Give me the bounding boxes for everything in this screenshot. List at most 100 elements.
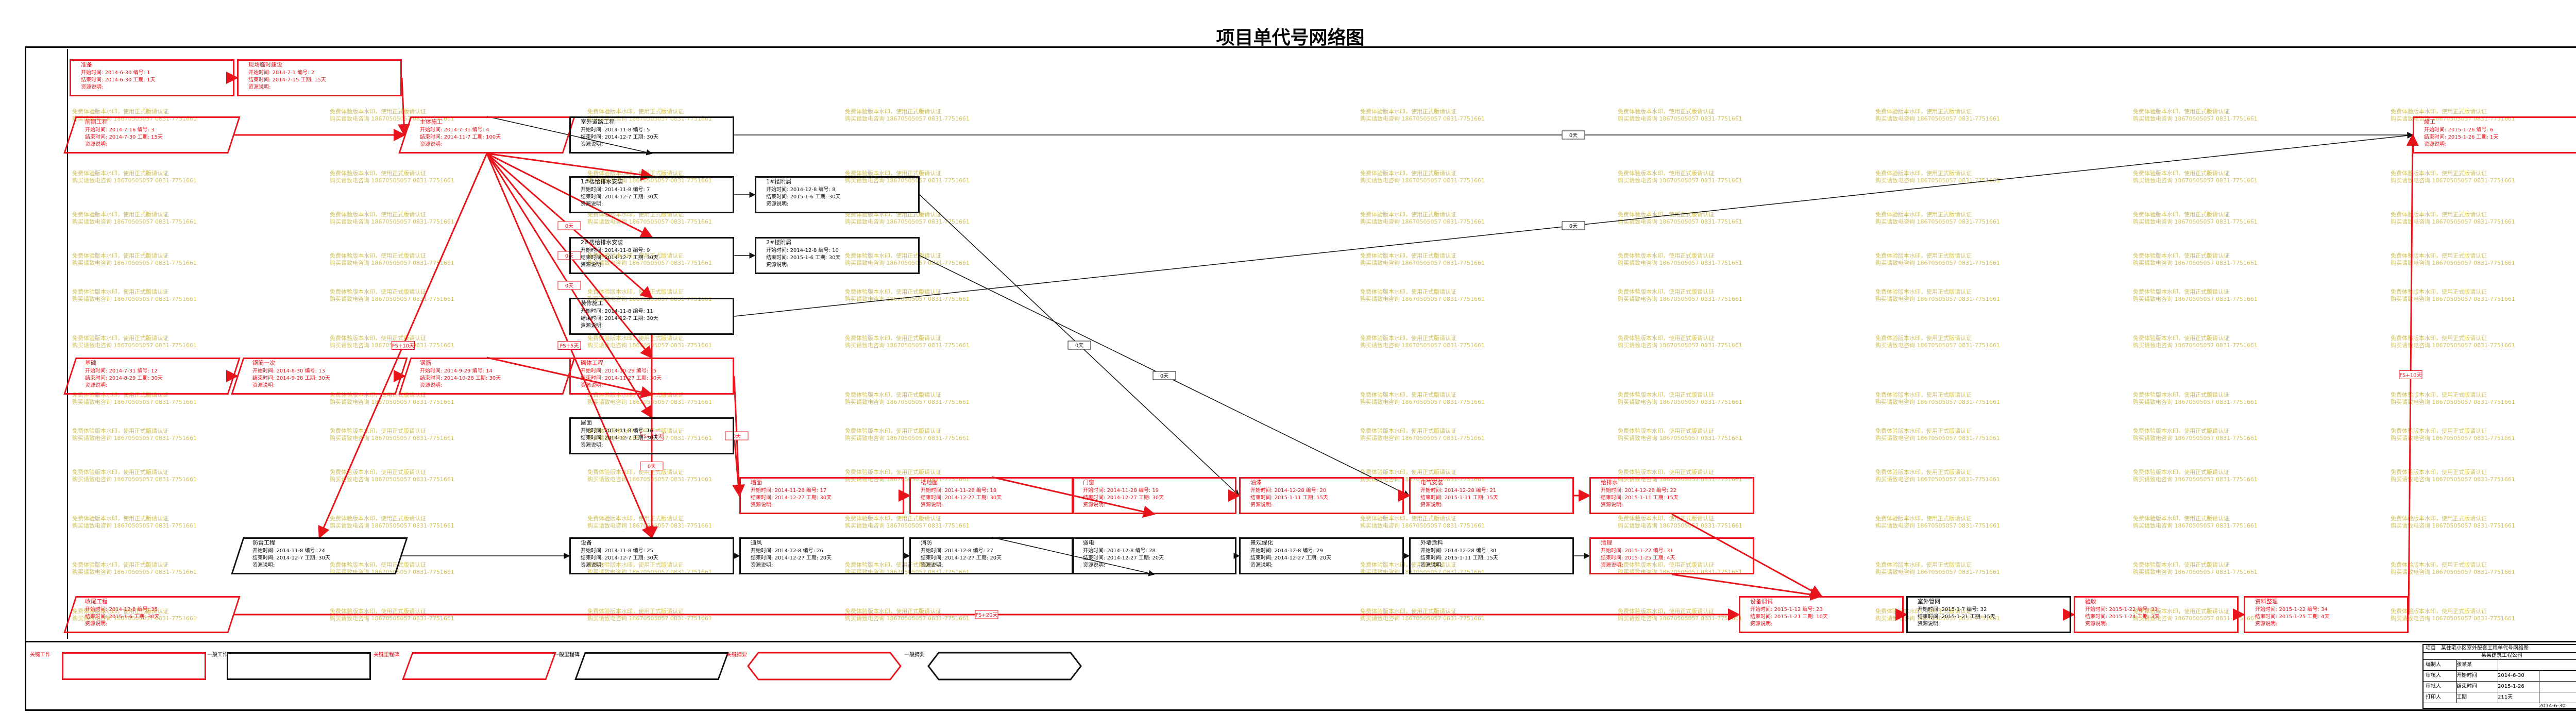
watermark-text: 免费体验版本水印，使用正式版请认证购买请致电咨询 18670505057 083… <box>2133 335 2258 349</box>
legend-normal-milestone-swatch <box>574 652 729 680</box>
field-label: 资源说明 <box>1420 502 1441 508</box>
node-start: 2014-7-1 <box>272 70 296 76</box>
node-start: 2015-1-22 <box>2109 607 2136 613</box>
node-field-line: 开始时间: 2014-6-30 编号: 1 <box>81 70 150 76</box>
legend-normal-summary-swatch <box>927 652 1082 681</box>
watermark-text: 免费体验版本水印，使用正式版请认证购买请致电咨询 18670505057 083… <box>2391 288 2515 303</box>
tb-cell: 工期 <box>2454 692 2498 703</box>
field-label: 结束时间 <box>252 376 273 381</box>
field-label: 结束时间 <box>85 614 106 620</box>
watermark-line: 免费体验版本水印，使用正式版请认证 <box>2133 170 2229 177</box>
node-name: 消防 <box>921 539 1070 547</box>
node-field-line: 资源说明: <box>581 383 603 388</box>
node-name: 主体施工 <box>420 118 565 126</box>
node-name: 收尾工程 <box>85 598 230 605</box>
tb-project-label: 项目 <box>2426 645 2436 651</box>
tb-cell: 打印人 <box>2424 692 2457 703</box>
node-field-line: 开始时间: 2014-12-8 编号: 8 <box>766 187 836 193</box>
field-label: 编号 <box>304 368 315 374</box>
watermark-text: 免费体验版本水印，使用正式版请认证购买请致电咨询 18670505057 083… <box>587 252 712 267</box>
node-finish: 2014-12-7 <box>604 255 632 261</box>
watermark-line: 购买请致电咨询 18670505057 0831-7751661 <box>330 476 454 483</box>
field-label: 资源说明 <box>1601 502 1621 508</box>
watermark-line: 购买请致电咨询 18670505057 0831-7751661 <box>1618 342 1742 349</box>
watermark-text: 免费体验版本水印，使用正式版请认证购买请致电咨询 18670505057 083… <box>72 392 197 406</box>
watermark-line: 免费体验版本水印，使用正式版请认证 <box>1618 392 1714 398</box>
node-field-line: 结束时间: 2015-1-6 工期: 30天 <box>766 194 841 200</box>
node-finish: 2014-12-7 <box>604 555 632 561</box>
watermark-text: 免费体验版本水印，使用正式版请认证购买请致电咨询 18670505057 083… <box>1618 170 1742 184</box>
field-label: 编号 <box>137 368 148 374</box>
node-border <box>569 417 734 454</box>
field-label: 资源说明 <box>1918 621 1938 627</box>
field-label: 结束时间 <box>85 134 106 140</box>
node-name: 砌体工程 <box>581 360 730 367</box>
legend-normal-work-label: 一般工作 <box>207 652 228 658</box>
node-field-line: 结束时间: 2014-11-7 工期: 100天 <box>420 134 501 140</box>
node-duration: 1天 <box>147 77 156 83</box>
lag-box <box>1067 341 1091 350</box>
watermark-text: 免费体验版本水印，使用正式版请认证购买请致电咨询 18670505057 083… <box>72 515 197 530</box>
node-field-line: 开始时间: 2014-7-1 编号: 2 <box>248 70 315 76</box>
node-field-line: 资源说明: <box>1601 502 1623 508</box>
watermark-line: 购买请致电咨询 18670505057 0831-7751661 <box>1618 218 1742 225</box>
node-duration: 30天 <box>820 495 832 501</box>
node-id: 33 <box>2151 607 2158 613</box>
watermark-line: 购买请致电咨询 18670505057 0831-7751661 <box>1875 522 2000 529</box>
node-border <box>569 116 734 154</box>
field-label: 编号 <box>137 607 148 613</box>
node-duration: 1天 <box>2490 134 2499 140</box>
node-id: 4 <box>486 127 489 133</box>
watermark-text: 免费体验版本水印，使用正式版请认证购买请致电咨询 18670505057 083… <box>1360 252 1485 267</box>
node-start: 2014-11-8 <box>604 127 632 133</box>
node-field-line: 开始时间: 2014-12-8 编号: 26 <box>751 548 823 554</box>
watermark-line: 购买请致电咨询 18670505057 0831-7751661 <box>2133 260 2258 266</box>
watermark-text: 免费体验版本水印，使用正式版请认证购买请致电咨询 18670505057 083… <box>2133 608 2258 622</box>
lag-label: FS+20天 <box>975 613 997 618</box>
field-label: 结束时间 <box>1750 614 1771 620</box>
node-id: 26 <box>817 548 823 554</box>
watermark-text: 免费体验版本水印，使用正式版请认证购买请致电咨询 18670505057 083… <box>2391 562 2515 576</box>
field-label: 结束时间 <box>581 435 601 441</box>
watermark-line: 免费体验版本水印，使用正式版请认证 <box>2133 608 2229 615</box>
node-name-text: 设备调试 <box>1750 598 1773 605</box>
